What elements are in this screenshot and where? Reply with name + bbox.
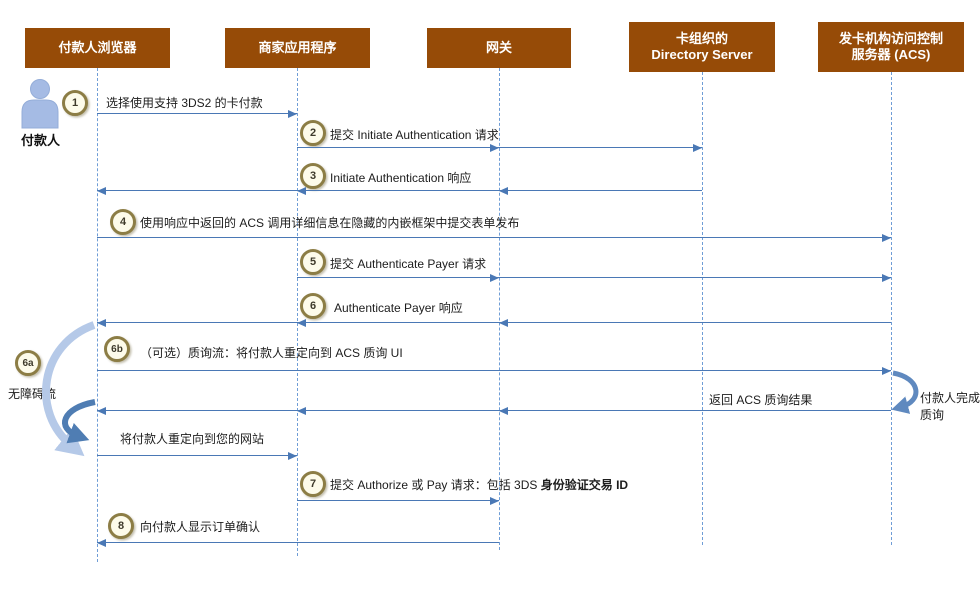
step-2-line <box>297 147 702 148</box>
arrowhead <box>288 110 297 118</box>
redirect-to-site-line <box>97 455 297 456</box>
step-8-badge: 8 <box>108 513 134 539</box>
arrowhead <box>288 452 297 460</box>
step-1-badge: 1 <box>62 90 88 116</box>
step-6b-line <box>97 370 891 371</box>
lifeline-gateway <box>499 68 500 550</box>
arrowhead <box>490 274 499 282</box>
arrowhead <box>97 539 106 547</box>
arrowhead <box>882 367 891 375</box>
step-8-line <box>97 542 499 543</box>
lifeline-acs <box>891 72 892 545</box>
arrowhead <box>97 407 106 415</box>
step-6-badge: 6 <box>300 293 326 319</box>
arrowhead <box>490 497 499 505</box>
step-1-line <box>97 113 297 114</box>
lane-header-payer-browser: 付款人浏览器 <box>25 28 170 68</box>
step-1-label: 选择使用支持 3DS2 的卡付款 <box>106 96 263 110</box>
step-5-badge: 5 <box>300 249 326 275</box>
step-6-line <box>97 322 891 323</box>
step-5-label: 提交 Authenticate Payer 请求 <box>330 257 487 271</box>
step-5-line <box>297 277 891 278</box>
redirect-to-site-label: 将付款人重定向到您的网站 <box>120 432 265 446</box>
step-6-label: Authenticate Payer 响应 <box>334 301 463 315</box>
arrowhead <box>499 319 508 327</box>
step-7-label: 提交 Authorize 或 Pay 请求：包括 3DS 身份验证交易 ID <box>330 476 628 493</box>
frictionless-flow-label: 无障碍流 <box>8 387 57 401</box>
arrowhead <box>499 407 508 415</box>
step-7-label-prefix: 提交 Authorize 或 Pay 请求：包括 3DS <box>330 478 541 492</box>
lane-header-gateway: 网关 <box>427 28 571 68</box>
payer-person-icon <box>21 79 59 129</box>
step-7-badge: 7 <box>300 471 326 497</box>
frictionless-curve-inner-arrow <box>62 399 96 444</box>
arrowhead <box>499 187 508 195</box>
step-7-label-bold: 身份验证交易 ID <box>540 478 629 492</box>
lifeline-payer-browser <box>97 68 98 562</box>
step-4-label: 使用响应中返回的 ACS 调用详细信息在隐藏的内嵌框架中提交表单发布 <box>140 216 520 230</box>
lane-header-acs: 发卡机构访问控制 服务器 (ACS) <box>818 22 964 72</box>
step-3-line <box>97 190 702 191</box>
step-6b-label: （可选）质询流：将付款人重定向到 ACS 质询 UI <box>140 346 403 360</box>
step-8-label: 向付款人显示订单确认 <box>140 520 261 534</box>
step-3-badge: 3 <box>300 163 326 189</box>
return-acs-result-line <box>97 410 891 411</box>
payer-completes-challenge-label: 付款人完成 质询 <box>920 391 980 423</box>
arrowhead <box>97 319 106 327</box>
lifeline-merchant-app <box>297 68 298 556</box>
arrowhead <box>882 234 891 242</box>
arrowhead <box>882 274 891 282</box>
challenge-complete-curve-arrow <box>891 370 919 414</box>
step-4-badge: 4 <box>110 209 136 235</box>
return-acs-result-label: 返回 ACS 质询结果 <box>709 393 813 407</box>
step-2-label: 提交 Initiate Authentication 请求 <box>330 128 499 142</box>
step-2-badge: 2 <box>300 120 326 146</box>
actor-label: 付款人 <box>21 133 61 148</box>
step-6b-badge: 6b <box>104 336 130 362</box>
lane-header-directory-server: 卡组织的 Directory Server <box>629 22 775 72</box>
step-6a-badge: 6a <box>15 350 41 376</box>
arrowhead <box>297 319 306 327</box>
lane-header-merchant-app: 商家应用程序 <box>225 28 370 68</box>
arrowhead <box>97 187 106 195</box>
arrowhead <box>693 144 702 152</box>
arrowhead <box>297 187 306 195</box>
arrowhead <box>490 144 499 152</box>
step-7-line <box>297 500 499 501</box>
step-4-line <box>97 237 891 238</box>
step-3-label: Initiate Authentication 响应 <box>330 171 472 185</box>
lifeline-directory-server <box>702 72 703 545</box>
arrowhead <box>297 407 306 415</box>
